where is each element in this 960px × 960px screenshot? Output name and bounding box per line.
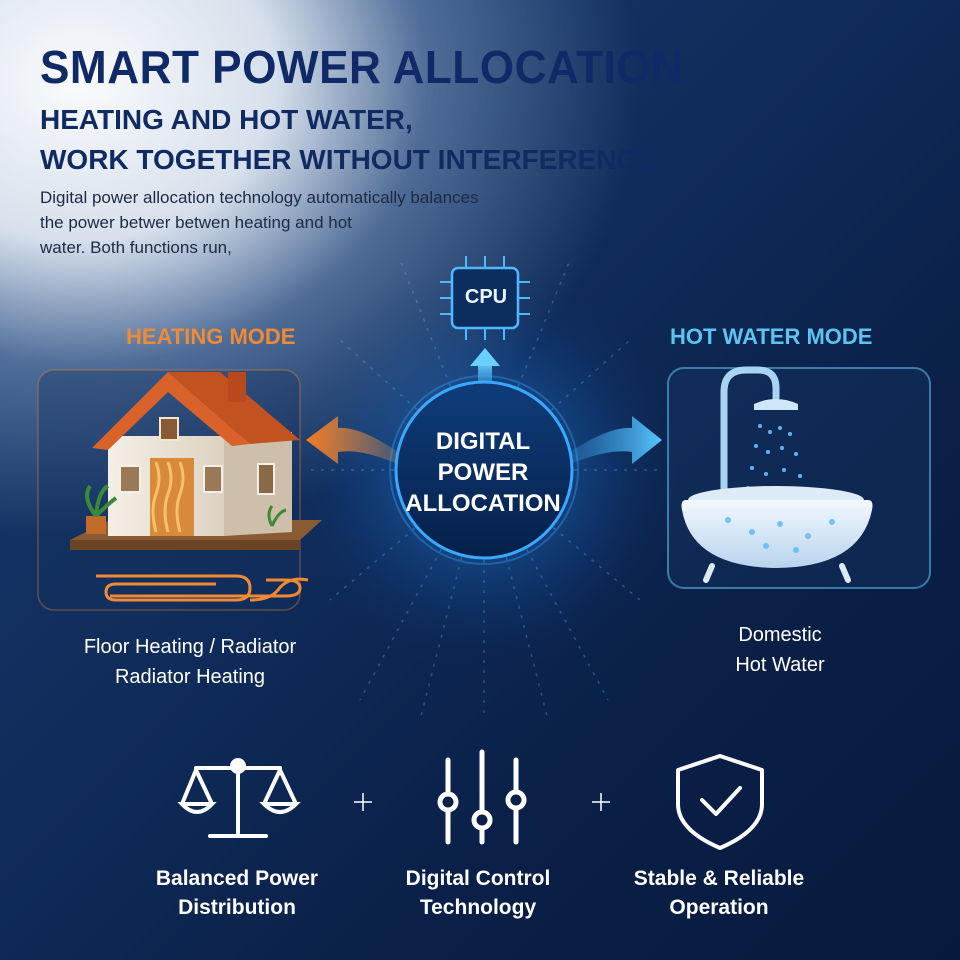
description-line-3: water. Both functions run, xyxy=(40,238,232,257)
feature-1-label-line-2: Distribution xyxy=(178,896,296,919)
hot-water-mode-title: HOT WATER MODE xyxy=(670,324,873,349)
bathtub-icon xyxy=(681,366,873,583)
floor-heating-pipe-icon xyxy=(96,574,309,602)
sliders-icon xyxy=(437,749,527,845)
balance-scale-icon xyxy=(177,758,301,838)
feature-1-label-line-1: Balanced Power xyxy=(155,867,319,890)
subtitle-line-1: HEATING AND HOT WATER, xyxy=(40,104,413,135)
plus-icon-1 xyxy=(354,793,372,811)
description-line-1: Digital power allocation technology auto… xyxy=(40,188,479,207)
arrow-to-heating-icon xyxy=(306,416,398,464)
feature-3-label-line-2: Operation xyxy=(669,896,769,919)
center-label-line-3: ALLOCATION xyxy=(405,490,561,517)
center-label-line-2: POWER xyxy=(437,459,529,486)
plus-icon-2 xyxy=(592,793,610,811)
house-icon xyxy=(70,372,322,550)
shield-check-icon xyxy=(676,754,764,850)
center-label-line-1: DIGITAL xyxy=(435,428,531,455)
cpu-label: CPU xyxy=(464,286,508,308)
subtitle-line-2: WORK TOGETHER WITHOUT INTERFERENCE xyxy=(40,144,656,175)
description-line-2: the power betwer betwen heating and hot xyxy=(40,213,352,232)
feature-2-label-line-2: Technology xyxy=(419,896,537,919)
hot-water-caption-line-2: Hot Water xyxy=(735,654,825,676)
hot-water-caption-line-1: Domestic xyxy=(738,624,822,646)
page-title: SMART POWER ALLOCATION xyxy=(40,41,684,93)
arrow-to-hot-water-icon xyxy=(570,416,662,464)
cpu-chip-icon xyxy=(440,256,530,340)
heating-caption-line-2: Radiator Heating xyxy=(114,666,266,688)
heating-mode-title: HEATING MODE xyxy=(126,324,296,349)
heating-caption-line-1: Floor Heating / Radiator xyxy=(83,636,297,658)
feature-2-label-line-1: Digital Control xyxy=(405,867,551,890)
digital-power-allocation-circle xyxy=(389,375,579,565)
feature-3-label-line-1: Stable & Reliable xyxy=(633,867,805,890)
